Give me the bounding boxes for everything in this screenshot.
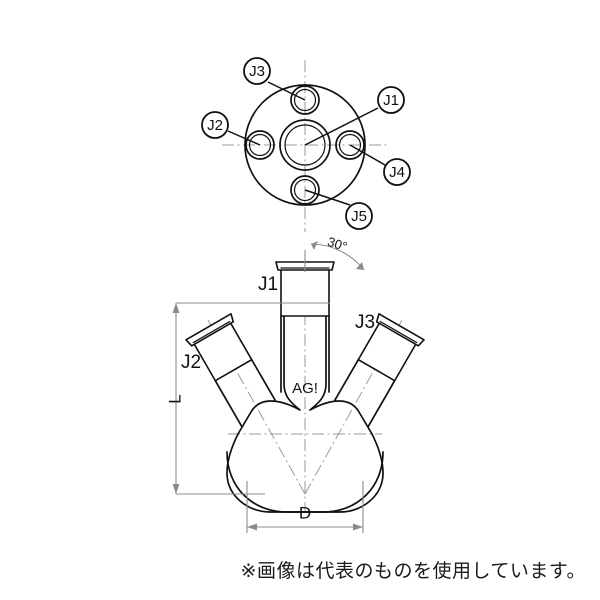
dimension-D-arrow-left [247,523,257,531]
neck-axis-j2-centerline [207,319,306,495]
flange-top-view: J3 J1 J2 J4 J5 [201,57,411,232]
callout-label-j4: J4 [389,164,405,181]
neck-j3-lip [375,313,425,347]
neck-label-j2: J2 [181,352,201,373]
neck-j2-right-wall [250,358,277,402]
leader-line-j4 [349,144,386,166]
callout-label-j3: J3 [249,63,265,80]
port-j1-outer-circle [279,119,331,171]
leader-line-j5 [304,189,351,206]
port-j1-inner-circle [284,124,326,166]
neck-j2-joint-top-line [192,320,231,344]
callout-balloon-j1: J1 [377,86,405,114]
callout-label-j5: J5 [351,208,367,225]
callout-label-j2: J2 [207,117,223,134]
port-j5-outer-circle [290,175,320,205]
port-j2-outer-circle [245,130,275,160]
neck-j3-left-wall [333,358,360,402]
dimension-L: L [165,302,330,495]
port-j2-inner-circle [248,133,272,157]
neck-j1-joint [280,267,330,317]
port-j5-inner-circle [293,178,317,202]
callout-balloon-j2: J2 [201,111,229,139]
callout-balloon-j3: J3 [243,57,271,85]
angle-annotation-30deg: 30° [304,234,365,272]
flask-front-view: J1 J2 J3 AG! 30° L D [165,234,425,533]
neck-j3-right-wall [367,379,396,428]
callout-balloon-j4: J4 [383,158,411,186]
angle-label: 30° [326,234,349,254]
flange-outer-circle [244,84,366,206]
dimension-D-arrow-right [353,523,363,531]
leader-line-j3 [267,81,306,101]
neck-j3-joint-top-line [379,320,418,344]
neck-label-j1: J1 [258,274,278,295]
port-j4-inner-circle [338,133,362,157]
angle-arrow-end [356,262,364,270]
angle-arrow-start [311,241,318,250]
leader-line-j2 [227,130,261,146]
dimension-L-arrow-bottom [172,484,180,494]
port-j3-outer-circle [290,85,320,115]
dimension-L-arrow-top [172,303,180,313]
callout-label-j1: J1 [383,92,399,109]
neck-j2 [185,313,277,428]
neck-j2-lip [185,313,235,347]
representative-image-note: ※画像は代表のものを使用しています。 [240,560,586,582]
neck-label-j3: J3 [355,312,375,333]
callout-balloon-j5: J5 [345,202,373,230]
neck-j3 [333,313,425,428]
neck-j1 [275,261,335,393]
dimension-D: D [246,481,364,533]
leader-line-j1 [304,107,379,146]
flask-body-label: AG! [292,380,318,397]
dimension-L-label: L [165,394,184,403]
port-j4-outer-circle [335,130,365,160]
port-j3-inner-circle [293,88,317,112]
dimension-D-label: D [299,503,311,522]
neck-axis-j3-centerline [304,319,403,495]
flask-bowl-curve [226,451,384,513]
neck-j2-left-wall [214,379,243,428]
